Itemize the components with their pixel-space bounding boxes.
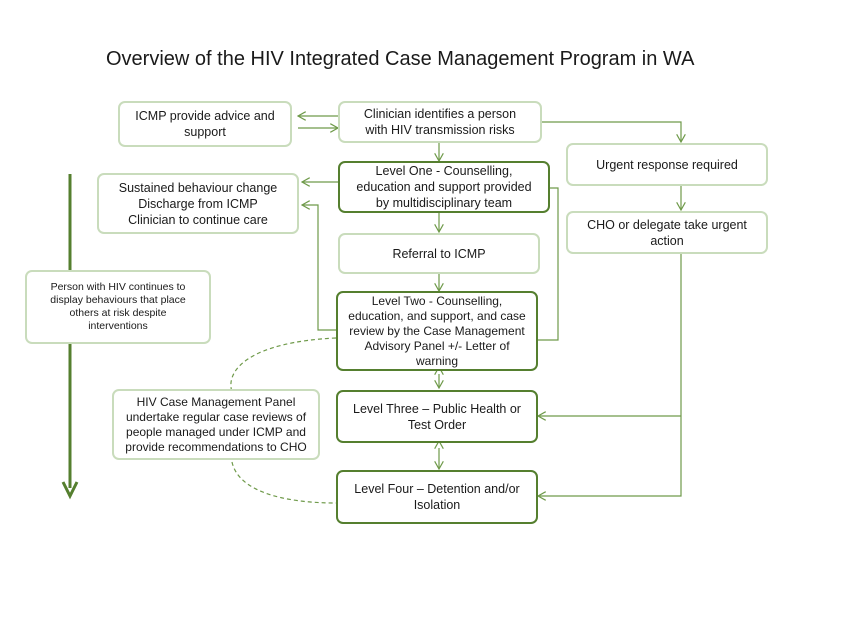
level-three-box: Level Three – Public Health or Test Orde… [336, 390, 538, 443]
escalation-arrow-head [61, 481, 79, 500]
icmp-advice-box: ICMP provide advice and support [118, 101, 292, 147]
level-four-box: Level Four – Detention and/or Isolation [336, 470, 538, 524]
clinician-identifies-box: Clinician identifies a person with HIV t… [338, 101, 542, 143]
arrow-level-two-to-level-one [538, 188, 559, 341]
level-one-text: Level One - Counselling, education and s… [356, 164, 532, 210]
level-two-text: Level Two - Counselling, education, and … [348, 293, 526, 368]
sustained-change-box: Sustained behaviour change Discharge fro… [97, 173, 299, 234]
level-three-text: Level Three – Public Health or Test Orde… [353, 401, 521, 432]
person-continues-box: Person with HIV continues to display beh… [25, 270, 211, 344]
referral-text: Referral to ICMP [392, 246, 486, 261]
cho-urgent-box: CHO or delegate take urgent action [566, 211, 768, 254]
level-two-box: Level Two - Counselling, education, and … [336, 291, 538, 371]
urgent-response-box: Urgent response required [566, 143, 768, 186]
arrow-clinician-to-urgent [542, 121, 681, 142]
person-continues-text: Person with HIV continues to display beh… [50, 281, 186, 332]
icmp-advice-text: ICMP provide advice and support [135, 109, 275, 139]
diagram-title: Overview of the HIV Integrated Case Mana… [106, 48, 695, 70]
level-four-text: Level Four – Detention and/or Isolation [354, 482, 520, 512]
arrow-cho-to-level-four [538, 254, 682, 496]
panel-text: HIV Case Management Panel undertake regu… [125, 394, 307, 454]
level-one-box: Level One - Counselling, education and s… [338, 161, 550, 213]
urgent-response-text: Urgent response required [596, 157, 738, 172]
referral-box: Referral to ICMP [338, 233, 540, 274]
cho-urgent-text: CHO or delegate take urgent action [587, 217, 747, 248]
panel-dashed-link [230, 337, 337, 504]
panel-box: HIV Case Management Panel undertake regu… [112, 389, 320, 460]
sustained-change-text: Sustained behaviour change Discharge fro… [118, 180, 278, 227]
arrow-level-two-to-sustained [302, 205, 338, 331]
clinician-identifies-text: Clinician identifies a person with HIV t… [363, 107, 517, 137]
